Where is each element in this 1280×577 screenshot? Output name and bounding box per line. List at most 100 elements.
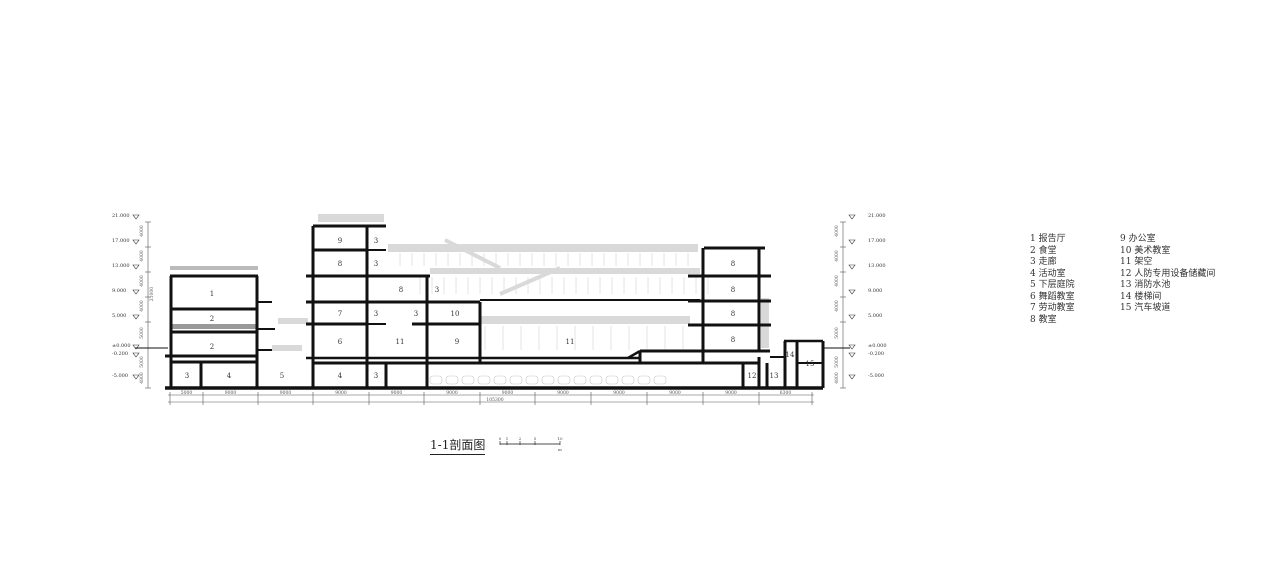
level-mark-label: ±0.000 [112,343,131,349]
room-label: 14 [786,351,795,359]
level-mark-label: 9.000 [112,288,126,294]
level-triangle-icon [132,374,140,380]
scale-bar-label: 2 [519,436,522,441]
vertical-dimension-label: 4000 [834,225,840,237]
canopy [272,345,302,351]
room-label: 9 [338,237,342,245]
bay-dimension-label: 9000 [557,390,569,396]
parked-car [477,375,491,385]
legend-item: 14 楼梯间 [1120,291,1162,302]
facade-panel [761,298,769,348]
level-triangle-icon [848,314,856,320]
vertical-dimension-label: 4000 [139,225,145,237]
bay-dimension-label: 9000 [669,390,681,396]
level-triangle-icon [848,344,856,350]
room-label: 2 [210,315,214,323]
vertical-dimension-label: 5000 [139,356,145,368]
room-label: 8 [731,286,735,294]
parked-car [541,375,555,385]
room-label: 3 [374,310,378,318]
parked-car [461,375,475,385]
parked-car [509,375,523,385]
roof-parapet [318,214,384,222]
level-triangle-icon [132,352,140,358]
level-mark-label: 17.000 [112,238,130,244]
room-label: 11 [566,338,575,346]
level-mark-label: 17.000 [868,238,886,244]
parked-car [621,375,635,385]
room-label: 8 [399,286,403,294]
parked-car [637,375,651,385]
canopy [278,318,308,324]
level-triangle-icon [848,214,856,220]
bay-dimension-label: 9000 [446,390,458,396]
total-dimension-label: 105300 [486,397,503,403]
level-mark-label: -5.000 [868,373,884,379]
background-stair [444,238,501,270]
legend-item: 2 食堂 [1030,245,1057,256]
room-label: 7 [338,310,342,318]
level-mark-label: 5.000 [112,313,126,319]
vertical-dimension-label: 4000 [139,275,145,287]
floor-hatch [170,324,256,329]
level-mark-label: -0.200 [868,351,884,357]
legend-item: 1 报告厅 [1030,234,1066,244]
parked-car [445,375,459,385]
level-triangle-icon [848,264,856,270]
drawing-title: 1-1剖面图 [430,436,486,455]
legend-item: 10 美术教室 [1120,245,1171,256]
scale-bar-label: 5 [534,436,537,441]
room-label: 3 [374,237,378,245]
legend-item: 11 架空 [1120,257,1153,267]
level-triangle-icon [132,214,140,220]
room-label: 3 [374,260,378,268]
room-label: 3 [435,286,439,294]
bay-dimension-label: 6300 [780,390,792,396]
level-mark-label: -5.000 [112,373,128,379]
level-triangle-icon [848,239,856,245]
vertical-dimension-label: 4800 [834,372,840,384]
bay-dimension-label: 9000 [280,390,292,396]
room-label: 8 [731,260,735,268]
vertical-dimension-label: 4000 [834,300,840,312]
bay-dimension-label: 5000 [181,390,193,396]
vertical-dimension-label: 5000 [834,327,840,339]
roof-hatch [170,266,258,270]
room-label: 3 [414,310,418,318]
parked-car [493,375,507,385]
bay-dimension-label: 9000 [725,390,737,396]
vertical-dimension-label: 5000 [834,356,840,368]
vertical-dimension-label: 4000 [834,275,840,287]
room-label: 3 [185,372,189,380]
level-mark-label: 21.000 [868,213,886,219]
bay-dimension-label: 9000 [391,390,403,396]
level-mark-label: 9.000 [868,288,882,294]
vertical-dimension-label: 4800 [139,372,145,384]
legend-item: 13 消防水池 [1120,280,1171,290]
level-triangle-icon [132,314,140,320]
room-label: 2 [210,343,214,351]
bay-dimension-label: 9000 [502,390,514,396]
room-label: 3 [374,372,378,380]
legend-item: 6 舞蹈教室 [1030,291,1075,302]
level-triangle-icon [848,352,856,358]
bay-dimension-label: 9000 [225,390,237,396]
level-mark-label: 21.000 [112,213,130,219]
level-triangle-icon [132,239,140,245]
level-triangle-icon [132,264,140,270]
room-label: 5 [280,372,284,380]
level-mark-label: 13.000 [112,263,130,269]
level-triangle-icon [132,344,140,350]
room-label: 8 [731,336,735,344]
parked-car [573,375,587,385]
room-label: 6 [338,338,343,346]
room-label: 8 [338,260,342,268]
background-stair [499,266,561,296]
room-label: 12 [748,372,757,380]
vertical-dimension-label: 5000 [139,327,145,339]
parked-car [653,375,667,385]
room-label: 8 [731,310,735,318]
